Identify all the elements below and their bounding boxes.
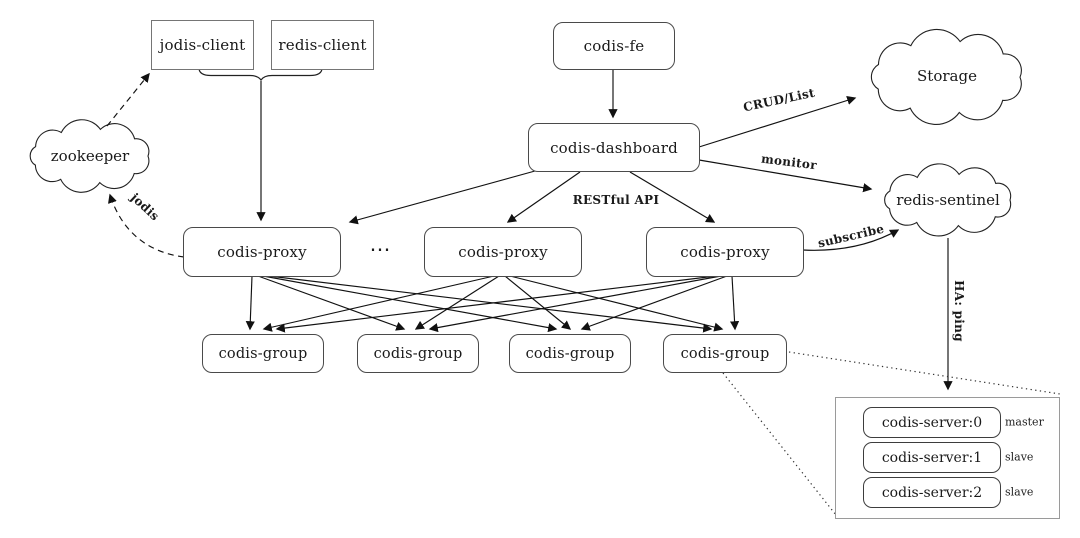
redis-sentinel-label: redis-sentinel [896,191,1000,209]
ha-ping-edge-label: HA: ping [952,280,966,342]
codis-proxy-node-1: codis-proxy [183,227,341,277]
arrow-proxy3-to-group3 [580,275,728,331]
codis-proxy-node-3: codis-proxy [646,227,804,277]
arrow-proxy1-to-group4 [268,275,713,333]
codis-group-node-4: codis-group [663,334,787,373]
codis-group-node-1: codis-group [202,334,324,373]
codis-fe-node: codis-fe [553,22,675,70]
codis-proxy-node-2: codis-proxy [424,227,582,277]
arrow-proxy1-to-zookeeper-jodis [108,193,185,258]
arrow-dashboard-to-storage [698,95,857,148]
clients-brace [198,67,323,82]
codis-server-0-node: codis-server:0 [863,407,1001,438]
codis-group-label: codis-group [525,345,615,362]
arrow-proxy3-to-group2 [428,275,722,333]
restful-api-edge-label: RESTful API [572,193,660,207]
redis-client-node: redis-client [271,20,374,70]
zookeeper-label: zookeeper [50,147,130,165]
codis-dashboard-label: codis-dashboard [550,138,678,157]
arrow-proxy3-to-group1 [275,275,717,333]
codis-group-label: codis-group [373,345,463,362]
codis-group-label: codis-group [680,345,770,362]
arrow-proxy3-to-group4 [729,275,740,331]
group-detail-panel: codis-server:0 master codis-server:1 sla… [835,397,1060,519]
arrow-dashboard-to-proxy3 [629,171,716,223]
codis-group-label: codis-group [218,345,308,362]
callout-line-top [788,351,1061,395]
codis-server-1-label: codis-server:1 [881,449,983,466]
jodis-client-node: jodis-client [151,20,254,70]
arrow-proxy1-to-group1 [245,275,255,331]
codis-fe-label: codis-fe [583,37,645,55]
jodis-client-label: jodis-client [159,36,246,54]
arrow-proxy3-to-sentinel-subscribe [802,229,900,251]
proxy-ellipsis: ⋯ [369,237,393,261]
arrow-proxy1-to-group2 [257,275,406,331]
redis-client-label: redis-client [278,36,367,54]
arrow-dashboard-to-sentinel [698,159,873,193]
codis-server-0-role: master [1005,415,1044,428]
codis-server-2-role: slave [1005,485,1034,498]
codis-server-1-role: slave [1005,450,1034,463]
arrow-proxy2-to-group4 [509,275,724,332]
arrow-proxy2-to-group3 [504,275,572,330]
storage-cloud [870,28,1022,125]
codis-server-1-node: codis-server:1 [863,442,1001,473]
codis-group-node-3: codis-group [509,334,631,373]
arrow-proxy1-to-group3 [262,275,558,333]
codis-proxy-label: codis-proxy [458,243,548,261]
codis-proxy-label: codis-proxy [680,243,770,261]
arrow-proxy2-to-group2 [414,275,500,330]
arrow-dashboard-to-proxy2 [506,171,581,223]
storage-label: Storage [917,67,977,85]
codis-server-2-label: codis-server:2 [881,484,983,501]
callout-line-bottom [722,372,837,516]
redis-sentinel-cloud [884,163,1012,237]
arrow-dashboard-to-proxy1 [348,170,536,225]
codis-dashboard-node: codis-dashboard [528,123,700,172]
arrow-proxy2-to-group1 [262,275,495,332]
arrow-zookeeper-to-jodis-client [106,72,150,127]
codis-server-2-node: codis-server:2 [863,477,1001,508]
codis-group-node-2: codis-group [357,334,479,373]
codis-proxy-label: codis-proxy [217,243,307,261]
codis-server-0-label: codis-server:0 [881,414,983,431]
zookeeper-cloud [29,119,150,193]
